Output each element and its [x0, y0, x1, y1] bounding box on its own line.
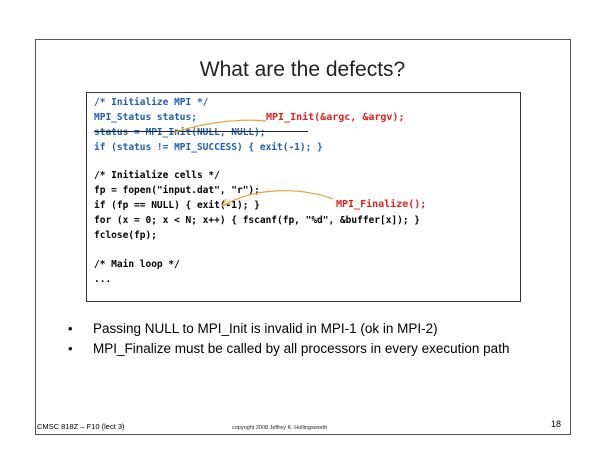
code-line-13: ... — [94, 274, 112, 285]
bullet-text: MPI_Finalize must be called by all proce… — [93, 341, 510, 356]
code-line-7: fp = fopen("input.dat", "r"); — [94, 185, 260, 196]
slide-title: What are the defects? — [199, 58, 406, 81]
code-line-12: /* Main loop */ — [94, 259, 180, 270]
bullet-item: • MPI_Finalize must be called by all pro… — [68, 340, 538, 357]
bullet-text: Passing NULL to MPI_Init is invalid in M… — [93, 321, 438, 336]
finalize-arrow-curve — [221, 190, 334, 207]
init-arrow-curve — [171, 119, 267, 134]
bullet-dot-icon: • — [68, 341, 73, 356]
code-line-10: fclose(fp); — [94, 230, 157, 241]
code-line-3: status = MPI_Init(NULL, NULL); — [94, 127, 266, 138]
code-line-2: MPI_Status status; — [94, 112, 197, 123]
page-number: 18 — [551, 419, 562, 429]
code-line-1: /* Initialize MPI */ — [94, 97, 209, 108]
code-line-4: if (status != MPI_SUCCESS) { exit(-1); } — [94, 142, 323, 153]
strikethrough-line — [94, 131, 308, 132]
code-box — [86, 92, 521, 302]
bullet-item: • Passing NULL to MPI_Init is invalid in… — [68, 320, 538, 337]
finalize-arrow-head — [221, 198, 231, 207]
annotation-init-fix: MPI_Init(&argc, &argv); — [266, 112, 405, 123]
code-line-9: for (x = 0; x < N; x++) { fscanf(fp, "%d… — [94, 215, 421, 226]
annotation-finalize-fix: MPI_Finalize(); — [336, 199, 427, 210]
footer-course: CMSC 818Z – F10 (lect 3) — [37, 422, 125, 431]
bullet-dot-icon: • — [68, 321, 73, 336]
bullet-list: • Passing NULL to MPI_Init is invalid in… — [68, 320, 538, 360]
code-line-6: /* Initialize cells */ — [94, 170, 220, 181]
footer-copyright: copyright 2008 Jeffrey K. Hollingsworth — [232, 425, 328, 431]
